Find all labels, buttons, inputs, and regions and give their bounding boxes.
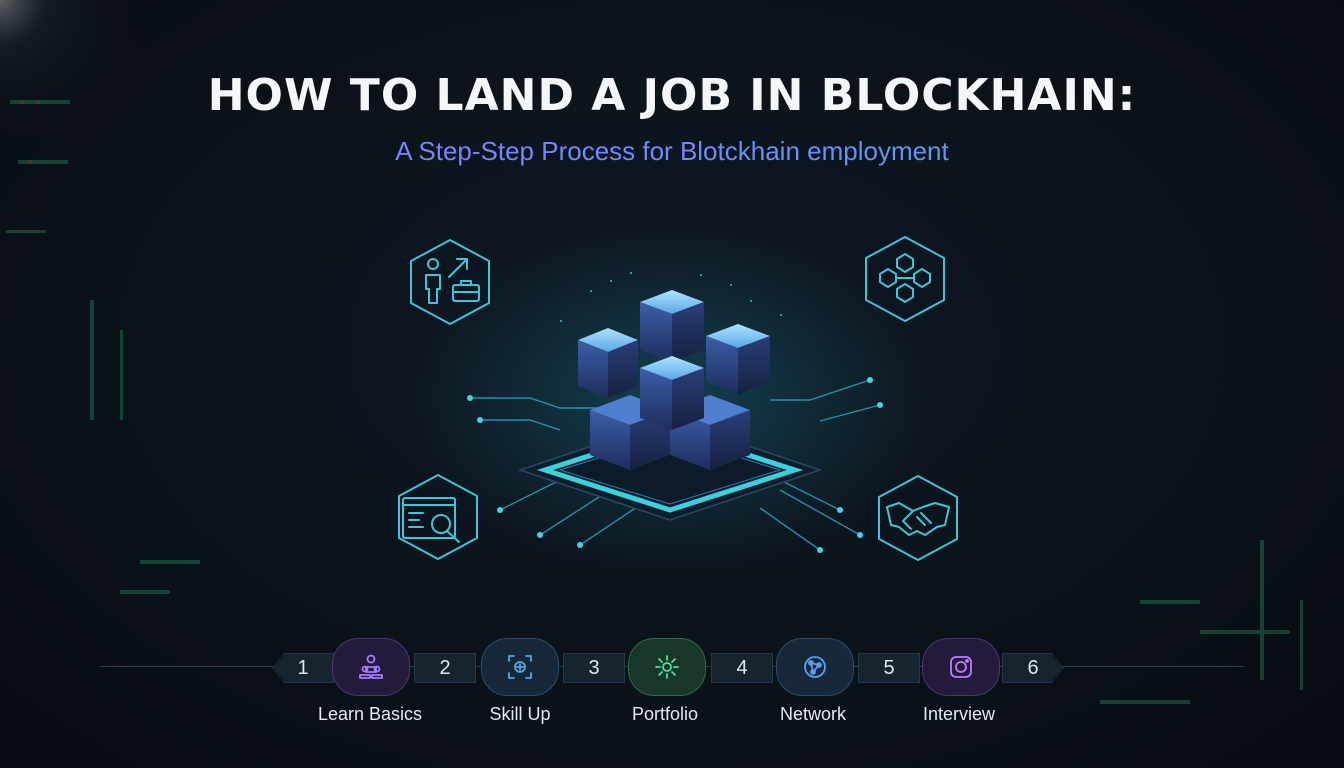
person-briefcase-icon bbox=[405, 237, 495, 327]
step-label-portfolio: Portfolio bbox=[631, 704, 699, 724]
puzzle-gear-icon bbox=[655, 655, 679, 679]
skill-scan-icon bbox=[508, 655, 532, 679]
page-title: HOW TO LAND A JOB IN BLOCKHAIN: bbox=[207, 70, 1137, 121]
step-label-network: Network bbox=[779, 704, 846, 724]
blockchain-cubes-illustration bbox=[467, 272, 883, 553]
step-number-4: 4 bbox=[711, 653, 773, 683]
code-search-icon bbox=[393, 472, 483, 562]
camera-frame-icon bbox=[950, 656, 972, 678]
step-interview-node[interactable] bbox=[922, 638, 1000, 696]
step-label-interview: Interview bbox=[922, 704, 996, 724]
people-icon bbox=[359, 654, 383, 679]
step-number-6: 6 bbox=[1002, 653, 1064, 683]
step-number-3: 3 bbox=[563, 653, 625, 683]
step-number-5: 5 bbox=[858, 653, 920, 683]
page-subtitle: A Step-Step Process for Blotckhain emplo… bbox=[0, 136, 1344, 167]
step-label-learn-basics: Learn Basics bbox=[317, 704, 423, 724]
network-nodes-icon bbox=[860, 234, 950, 324]
handshake-icon bbox=[873, 473, 963, 563]
globe-network-icon bbox=[804, 656, 826, 678]
step-label-skill-up: Skill Up bbox=[489, 704, 551, 724]
step-number-2: 2 bbox=[414, 653, 476, 683]
step-network-node[interactable] bbox=[776, 638, 854, 696]
step-portfolio-node[interactable] bbox=[628, 638, 706, 696]
step-learn-basics-node[interactable] bbox=[332, 638, 410, 696]
step-skill-up-node[interactable] bbox=[481, 638, 559, 696]
step-number-1: 1 bbox=[272, 653, 334, 683]
